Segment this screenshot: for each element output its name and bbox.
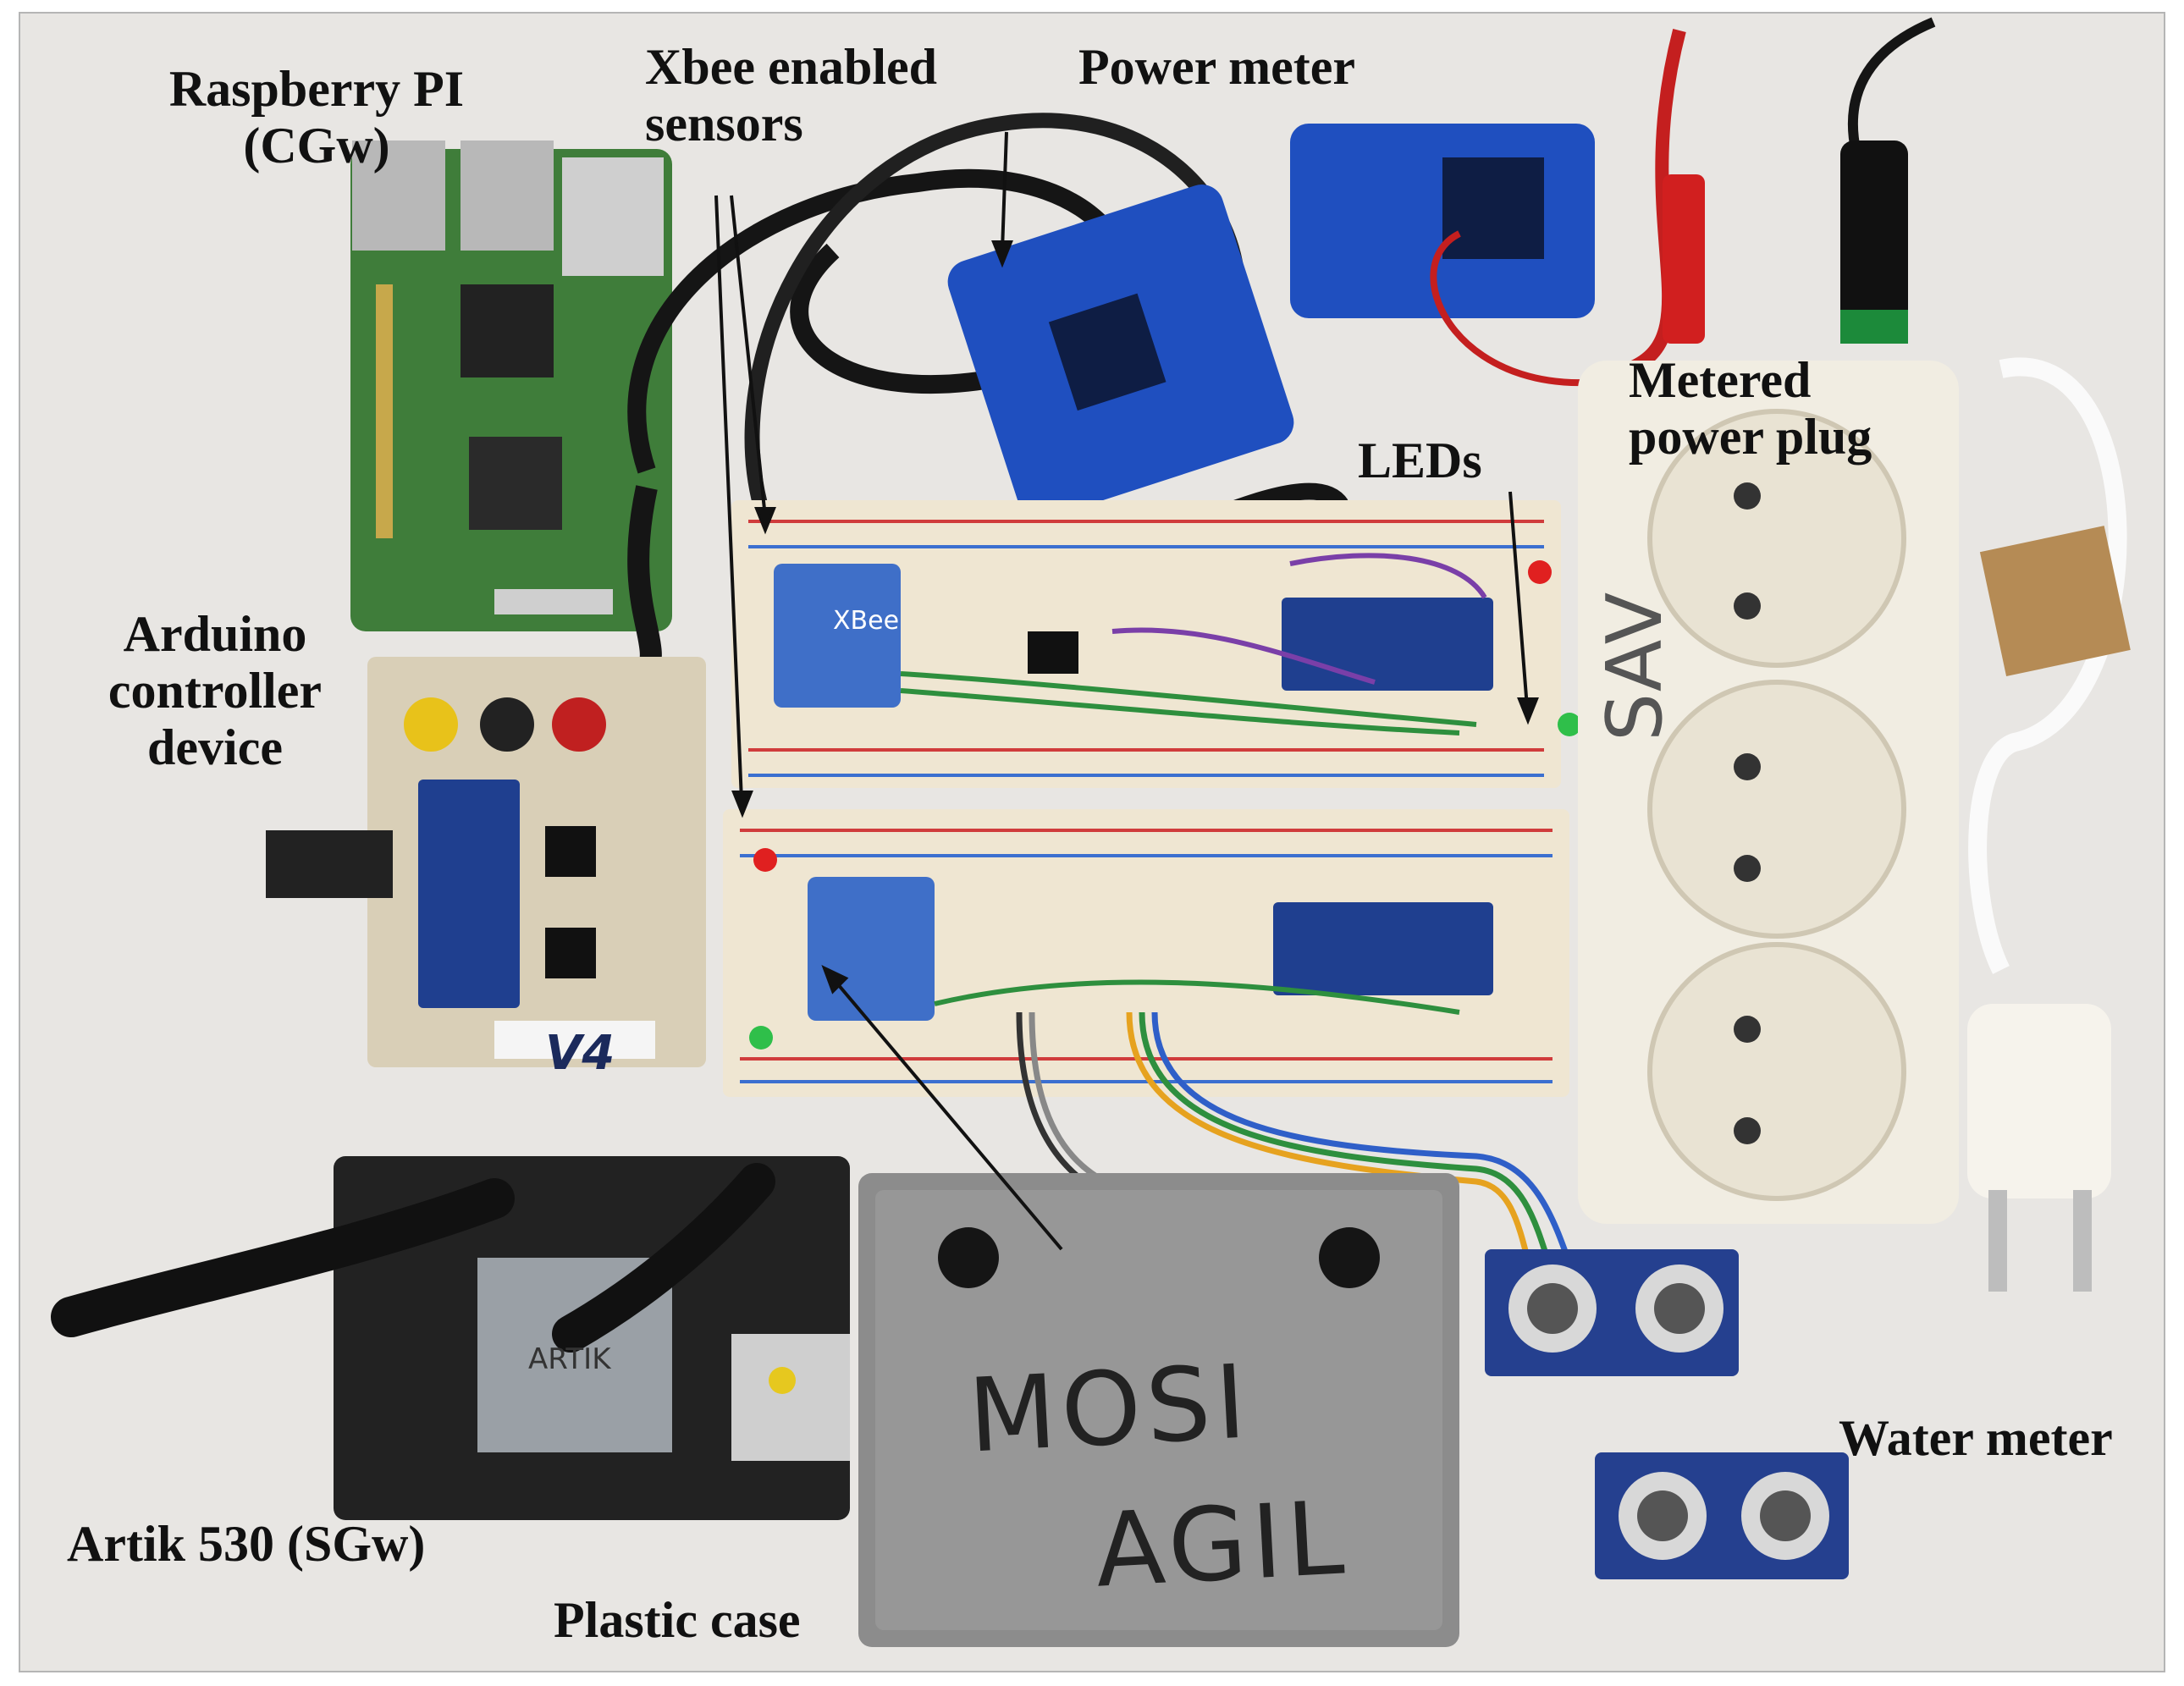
- arduino-controller-board: [266, 657, 706, 1067]
- power-meter-clamps: [947, 124, 1595, 520]
- pointer-arrows: [714, 131, 1539, 1251]
- case-handwriting-line1: MOSI: [965, 1343, 1254, 1476]
- label-power-meter: Power meter: [1078, 39, 1356, 95]
- water-meter-sensors: [1485, 1249, 1849, 1579]
- label-water-meter: Water meter: [1839, 1410, 2113, 1466]
- label-arduino-controller: Arduino controller device: [108, 606, 323, 776]
- label-xbee-sensors: Xbee enabled sensors: [645, 39, 937, 152]
- label-plastic-case: Plastic case: [554, 1592, 801, 1648]
- label-raspberry-pi: Raspberry PI (CGw): [168, 61, 465, 174]
- breadboard-top: [731, 500, 1581, 788]
- metered-power-strip: [1578, 361, 1959, 1224]
- label-artik-530: Artik 530 (SGw): [67, 1516, 426, 1572]
- label-metered-power-plug: Metered power plug: [1629, 352, 1872, 466]
- xbee-chip-label: XBee: [833, 606, 900, 636]
- photo-frame: Raspberry PI (CGw) Xbee enabled sensors …: [19, 12, 2165, 1672]
- artik-chip-label: ARTIK: [528, 1342, 611, 1376]
- raspberry-pi-board: [350, 140, 672, 631]
- label-leds: LEDs: [1358, 433, 1482, 488]
- case-handwriting-line2: AGIL: [1092, 1479, 1352, 1611]
- plastic-case: [858, 1173, 1459, 1647]
- hardware-photo: [51, 17, 2131, 1647]
- power-strip-brand: SAV: [1591, 592, 1679, 741]
- board-version-tag: V4: [545, 1026, 615, 1081]
